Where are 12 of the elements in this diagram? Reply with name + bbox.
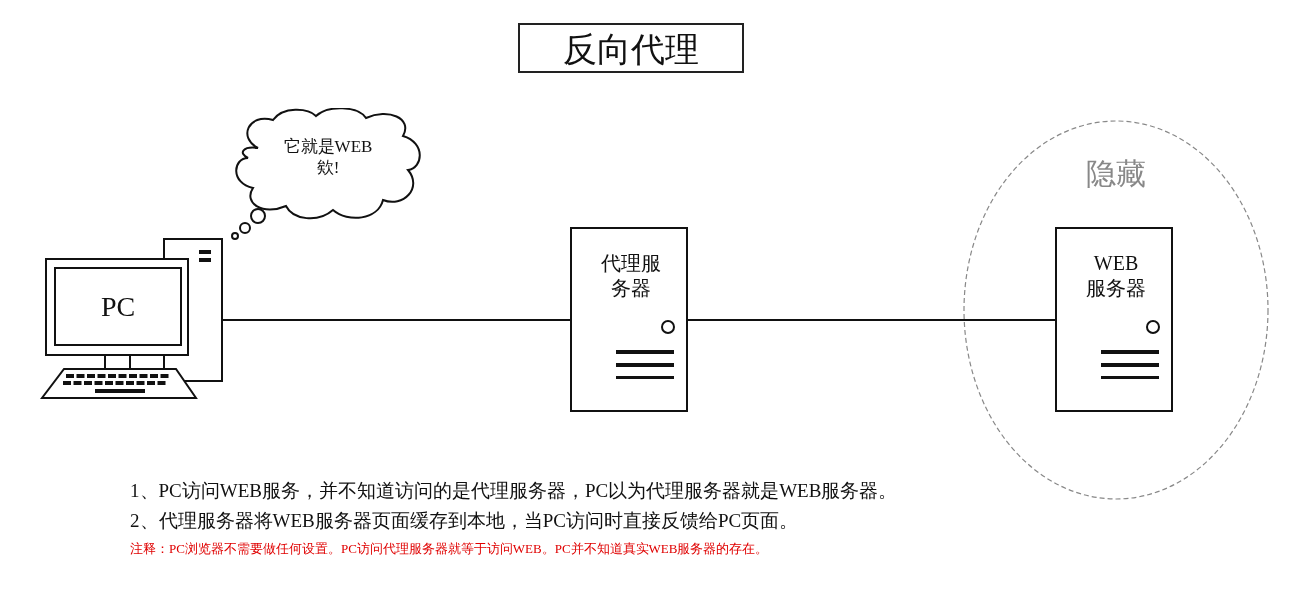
title-box: 反向代理	[518, 23, 744, 73]
thought-text: 它就是WEB欸!	[282, 136, 374, 179]
note-text: 1、PC访问WEB服务，并不知道访问的是代理服务器，PC以为代理服务器就是WEB服务器。	[130, 479, 898, 503]
server-label: 代理服务器	[600, 251, 662, 301]
server-box	[1055, 227, 1173, 412]
note-text: 注释：PC浏览器不需要做任何设置。PC访问代理服务器就等于访问WEB。PC并不知道真实WEB服务器的存在。	[130, 540, 769, 558]
note-text: 2、代理服务器将WEB服务器页面缓存到本地，当PC访问时直接反馈给PC页面。	[130, 509, 799, 533]
server-label: WEB服务器	[1085, 251, 1147, 301]
screen-label: PC	[99, 290, 137, 324]
zone-label: 隐藏	[1085, 156, 1147, 192]
connector-line	[687, 319, 1056, 321]
server-box	[570, 227, 688, 412]
